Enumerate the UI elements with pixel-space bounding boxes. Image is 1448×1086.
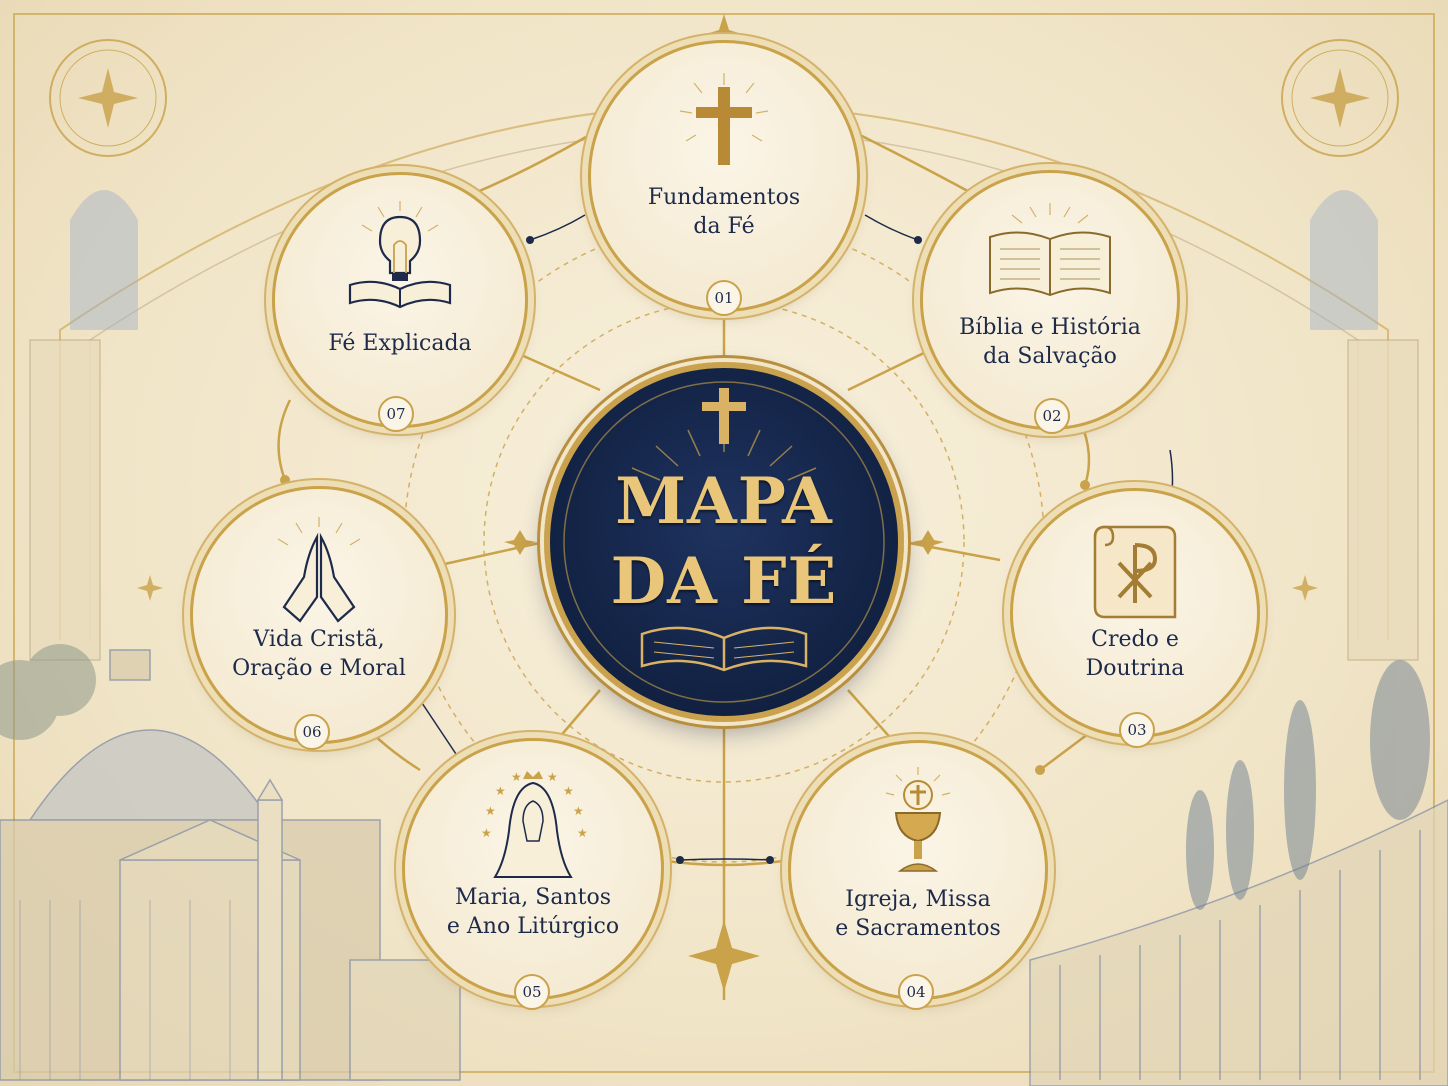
svg-text:★: ★: [577, 826, 588, 840]
svg-text:★: ★: [563, 784, 574, 798]
svg-text:★: ★: [485, 804, 496, 818]
node-label: Maria, Santos e Ano Litúrgico: [446, 885, 620, 939]
mary-icon: ★ ★ ★ ★ ★ ★ ★ ★: [481, 770, 588, 878]
node-number-badge: 02: [1034, 398, 1070, 434]
chalice-icon: [885, 767, 951, 872]
center-medallion: MAPA DA FÉ: [544, 362, 904, 722]
cross-icon: [679, 73, 769, 165]
node-number-badge: 03: [1119, 712, 1155, 748]
center-title-line2: DA FÉ: [610, 544, 838, 619]
praying-hands-icon: [277, 517, 361, 623]
center-title-line1: MAPA: [615, 464, 833, 539]
node-biblia[interactable]: Bíblia e História da Salvação: [920, 170, 1180, 430]
svg-text:★: ★: [481, 826, 492, 840]
svg-text:★: ★: [511, 770, 522, 784]
svg-text:★: ★: [573, 804, 584, 818]
node-fe-explicada[interactable]: Fé Explicada: [272, 172, 528, 428]
svg-text:★: ★: [547, 770, 558, 784]
node-fundamentos[interactable]: Fundamentos da Fé: [588, 40, 860, 312]
chi-rho-scroll-icon: [1093, 525, 1177, 619]
svg-text:★: ★: [495, 784, 506, 798]
node-igreja[interactable]: Igreja, Missa e Sacramentos: [788, 740, 1048, 1000]
lightbulb-book-icon: [348, 201, 452, 309]
node-number-badge: 06: [294, 714, 330, 750]
node-label: Igreja, Missa e Sacramentos: [835, 887, 1001, 941]
node-label: Vida Cristã, Oração e Moral: [232, 627, 406, 681]
node-credo[interactable]: Credo e Doutrina: [1010, 488, 1260, 738]
node-number-badge: 07: [378, 396, 414, 432]
node-number-badge: 04: [898, 974, 934, 1010]
node-number-badge: 05: [514, 974, 550, 1010]
node-label: Bíblia e História da Salvação: [959, 315, 1141, 369]
node-number-badge: 01: [706, 280, 742, 316]
open-book-icon: [989, 203, 1111, 297]
center-rays-icon: [563, 381, 885, 703]
node-vida-crista[interactable]: Vida Cristã, Oração e Moral: [190, 486, 448, 744]
node-maria[interactable]: ★ ★ ★ ★ ★ ★ ★ ★ Maria, Santos e Ano Litú…: [402, 738, 664, 1000]
node-label: Fé Explicada: [328, 331, 472, 356]
node-label: Credo e Doutrina: [1085, 627, 1185, 681]
node-label: Fundamentos da Fé: [647, 185, 801, 239]
